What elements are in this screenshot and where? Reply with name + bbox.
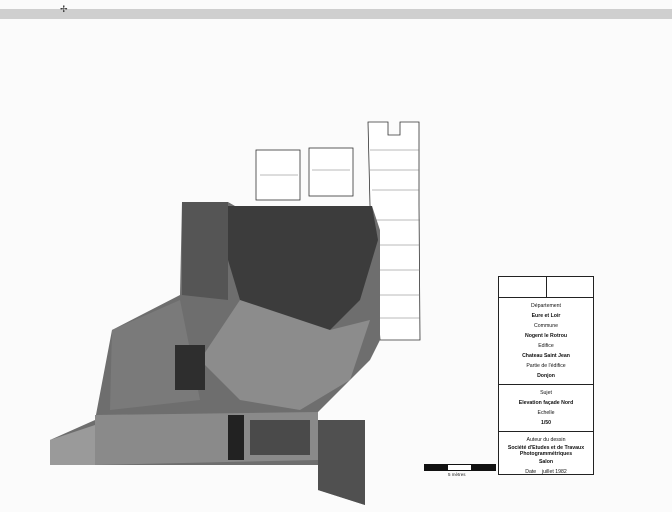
registration-mark: ✢	[60, 4, 68, 14]
partie-label: Partie de l'édifice	[526, 363, 566, 369]
date-value: juillet 1982	[541, 469, 567, 475]
echelle-value: 1/50	[540, 420, 552, 426]
drawn-stone-courses	[260, 149, 420, 319]
commune-label: Commune	[534, 323, 558, 329]
edifice-label: Edifice	[538, 343, 554, 349]
sujet-value: Elevation façade Nord	[518, 400, 574, 406]
commune-value: Nogent le Rotrou	[524, 333, 568, 339]
sujet-label: Sujet	[540, 390, 552, 396]
auteur-label: Auteur du dessin	[526, 437, 566, 443]
date-label: Date	[525, 469, 537, 475]
date-row: Date juillet 1982	[501, 467, 591, 477]
location-section: Département Eure et Loir Commune Nogent …	[499, 298, 593, 385]
title-block: Département Eure et Loir Commune Nogent …	[498, 276, 594, 475]
partie-value: Donjon	[537, 373, 555, 379]
departement-value: Eure et Loir	[531, 313, 561, 319]
scale-bar-label: 5 mètres	[448, 472, 466, 477]
departement-label: Département	[531, 303, 561, 309]
scan-strip	[0, 9, 672, 19]
auteur-line1: Société d'Etudes et de Travaux	[507, 445, 585, 451]
scale-bar	[424, 464, 496, 471]
author-section: Auteur du dessin Société d'Etudes et de …	[499, 432, 593, 480]
auteur-city: Salon	[538, 459, 554, 465]
auteur-line2: Photogrammétriques	[519, 451, 573, 457]
echelle-label: Echelle	[537, 410, 555, 416]
title-block-header	[499, 277, 593, 298]
edifice-value: Chateau Saint Jean	[522, 353, 570, 359]
subject-section: Sujet Elevation façade Nord Echelle 1/50	[499, 385, 593, 432]
